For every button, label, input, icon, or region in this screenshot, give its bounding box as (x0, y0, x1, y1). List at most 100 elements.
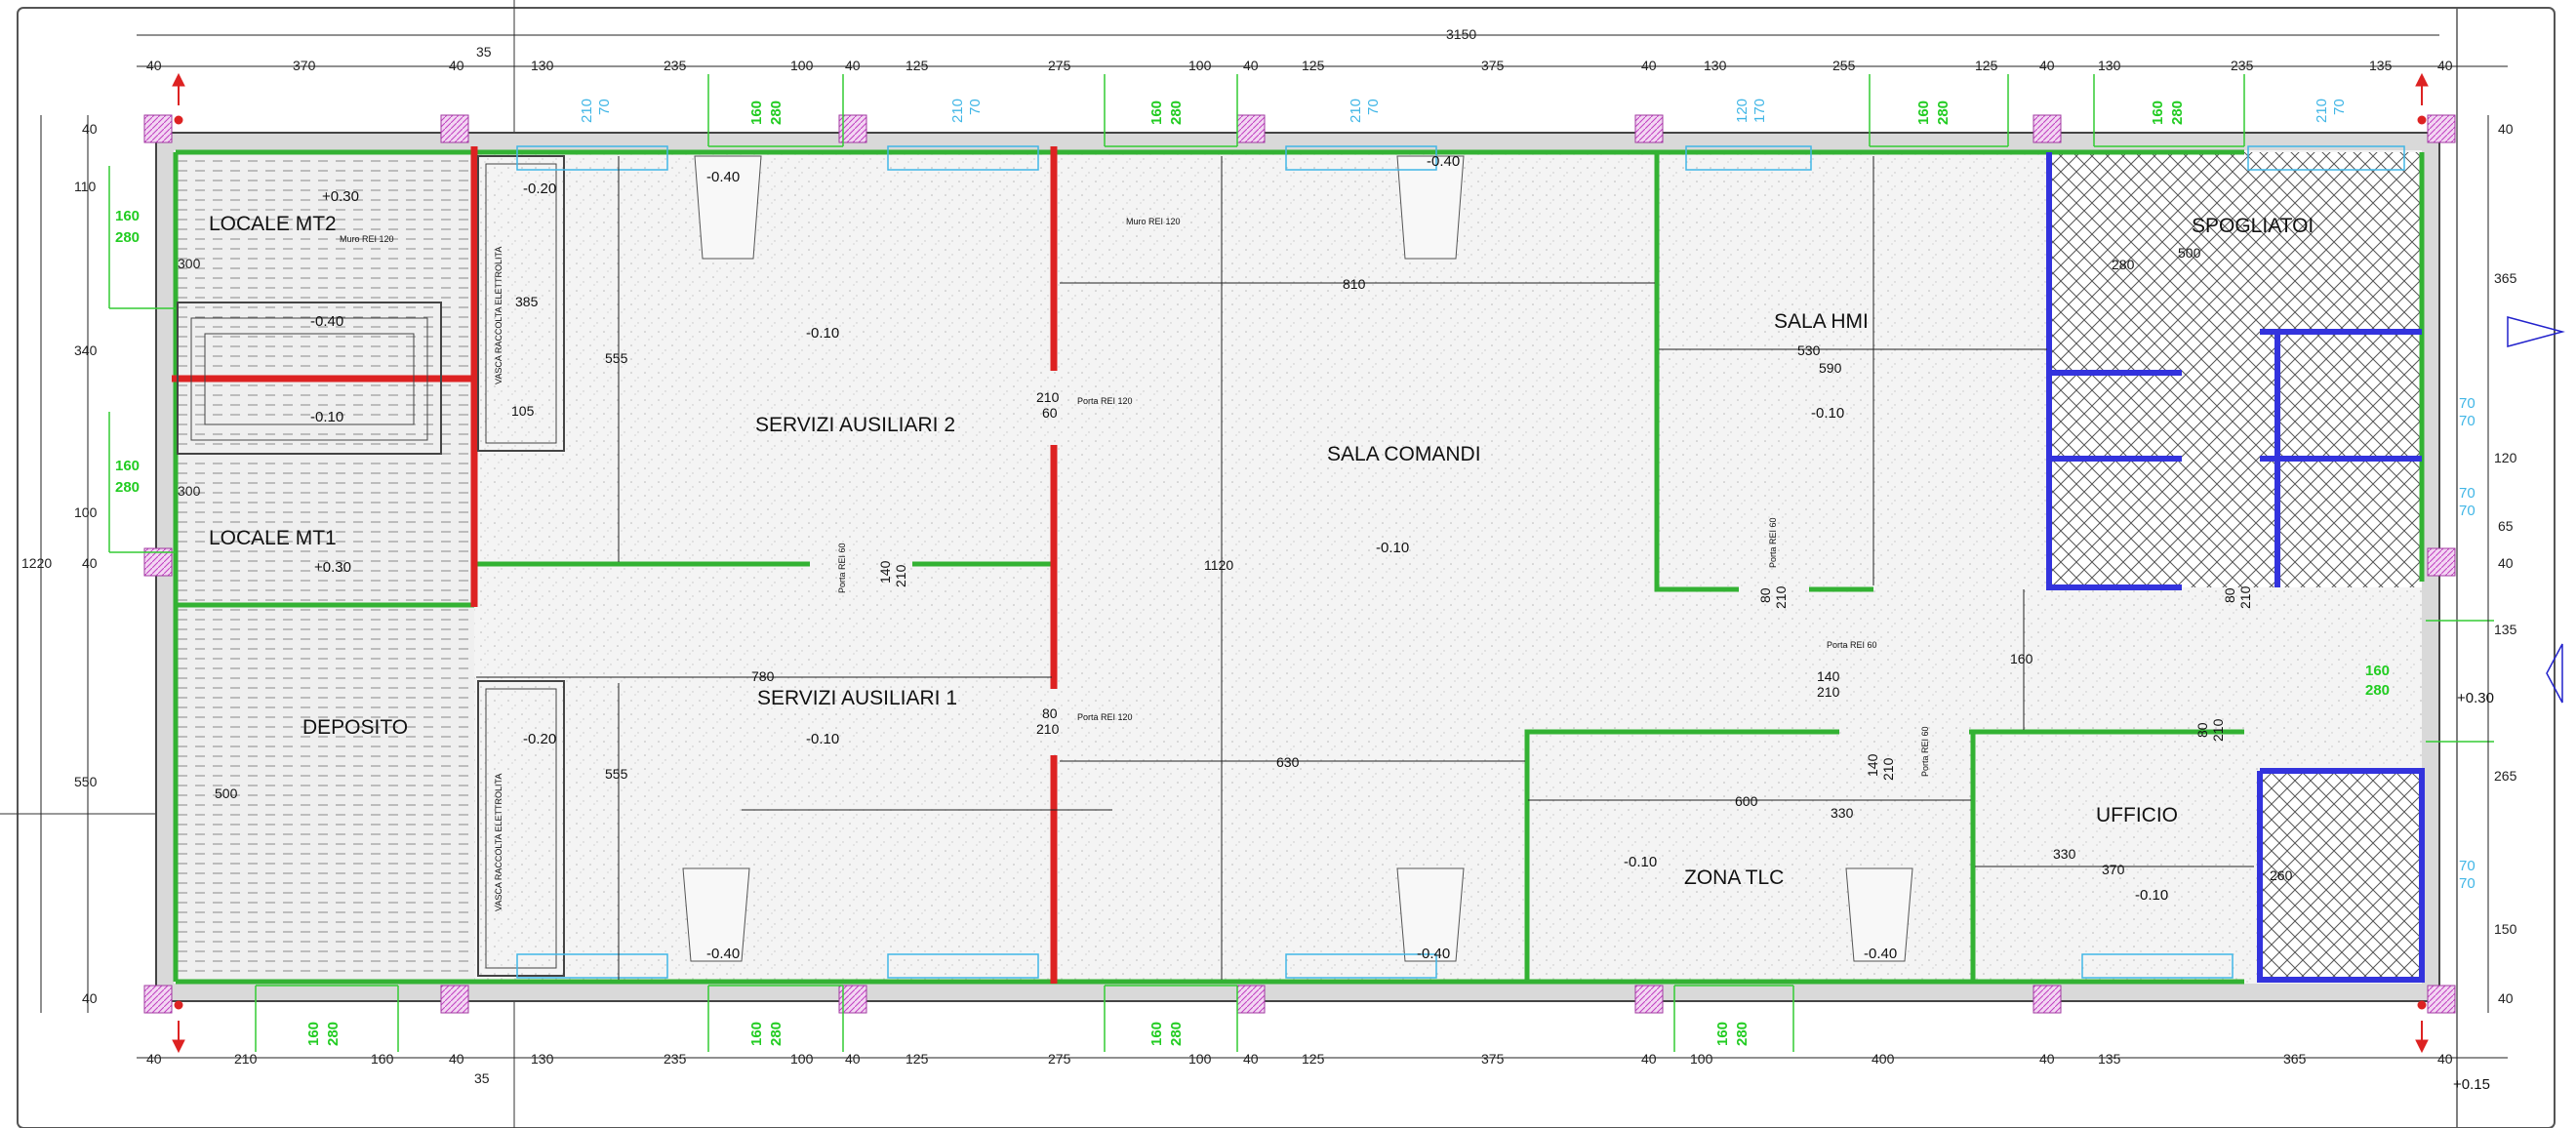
room-ufficio: UFFICIO (2096, 804, 2178, 826)
svg-text:385: 385 (515, 294, 539, 309)
svg-text:-0.10: -0.10 (806, 325, 839, 342)
room-servizi-1: SERVIZI AUSILIARI 1 (757, 687, 957, 709)
svg-text:780: 780 (751, 668, 775, 684)
svg-text:130: 130 (2098, 58, 2121, 73)
svg-text:120: 120 (2494, 450, 2517, 465)
svg-text:235: 235 (664, 1051, 687, 1067)
svg-text:280: 280 (2112, 257, 2135, 272)
svg-text:130: 130 (531, 1051, 554, 1067)
svg-text:Porta REI 60: Porta REI 60 (1920, 726, 1930, 777)
window-labels: 210 70 210 70 210 70 120 170 210 70 70 7… (579, 99, 2475, 892)
svg-text:280: 280 (325, 1022, 342, 1046)
svg-text:-0.40: -0.40 (1427, 153, 1460, 170)
svg-text:280: 280 (768, 101, 785, 125)
svg-text:210: 210 (1773, 585, 1789, 609)
svg-text:70: 70 (2459, 503, 2475, 519)
svg-text:550: 550 (74, 774, 98, 789)
svg-text:210: 210 (2237, 585, 2253, 609)
svg-text:70: 70 (2459, 413, 2475, 429)
svg-text:+0.30: +0.30 (322, 188, 359, 205)
room-sala-hmi: SALA HMI (1774, 310, 1869, 333)
svg-text:-0.40: -0.40 (1864, 946, 1897, 962)
svg-text:210: 210 (579, 99, 595, 123)
svg-text:140: 140 (877, 560, 893, 584)
room-deposito: DEPOSITO (302, 716, 408, 739)
svg-text:210: 210 (1348, 99, 1364, 123)
exterior-doors (108, 74, 2494, 1052)
svg-text:-0.20: -0.20 (523, 181, 556, 197)
svg-text:Porta REI 120: Porta REI 120 (1077, 712, 1133, 722)
svg-text:255: 255 (1832, 58, 1856, 73)
svg-text:530: 530 (1797, 342, 1821, 358)
interior-door-labels: 210 60 80 210 140 210 80 210 140 210 140… (877, 389, 2253, 781)
svg-text:375: 375 (1481, 58, 1505, 73)
svg-text:-0.10: -0.10 (1376, 540, 1409, 556)
svg-text:280: 280 (1734, 1022, 1751, 1046)
svg-text:40: 40 (2039, 1051, 2055, 1067)
right-dimension-chain: 40 365 120 65 40 135 265 150 40 (2494, 121, 2517, 1006)
svg-text:+0.30: +0.30 (2457, 690, 2494, 706)
svg-text:-0.10: -0.10 (2135, 887, 2168, 904)
svg-text:630: 630 (1276, 754, 1300, 770)
svg-text:280: 280 (115, 479, 140, 496)
svg-text:40: 40 (82, 121, 98, 137)
svg-text:160: 160 (305, 1022, 322, 1046)
level-markers: +0.30 -0.40 -0.40 -0.10 +0.30 -0.20 -0.1… (310, 153, 2494, 1093)
svg-text:100: 100 (1690, 1051, 1713, 1067)
top-dimension-chain: 40 370 40 35 130 235 100 40 125 275 100 … (146, 44, 2453, 73)
svg-text:280: 280 (115, 229, 140, 246)
svg-text:160: 160 (2010, 651, 2033, 666)
svg-text:70: 70 (2459, 485, 2475, 502)
svg-text:365: 365 (2494, 270, 2517, 286)
overall-width-label: 3150 (1446, 26, 1476, 42)
svg-text:100: 100 (790, 1051, 814, 1067)
svg-text:280: 280 (1168, 101, 1185, 125)
svg-text:100: 100 (790, 58, 814, 73)
svg-text:330: 330 (2053, 846, 2076, 862)
svg-text:160: 160 (115, 208, 140, 224)
sheet-frame (17, 7, 2556, 1128)
svg-text:70: 70 (1365, 99, 1382, 115)
svg-text:400: 400 (1872, 1051, 1895, 1067)
svg-text:590: 590 (1819, 360, 1842, 376)
svg-text:-0.40: -0.40 (706, 946, 740, 962)
svg-text:Porta REI 120: Porta REI 120 (1077, 396, 1133, 406)
svg-text:-0.10: -0.10 (806, 731, 839, 747)
interior-walls (173, 149, 2425, 985)
svg-text:810: 810 (1343, 276, 1366, 292)
svg-text:370: 370 (2102, 862, 2125, 877)
fire-walls (172, 146, 1058, 984)
svg-text:1120: 1120 (1204, 557, 1233, 573)
svg-text:40: 40 (449, 58, 464, 73)
svg-text:330: 330 (1831, 805, 1854, 821)
svg-text:160: 160 (748, 101, 765, 125)
inner-dimensions: 385 105 555 555 810 1120 780 630 500 530… (215, 245, 2293, 883)
svg-text:+0.30: +0.30 (314, 559, 351, 576)
svg-text:160: 160 (1714, 1022, 1731, 1046)
svg-text:210: 210 (893, 564, 908, 587)
room-spogliatoi: SPOGLIATOI (2192, 215, 2314, 237)
svg-text:125: 125 (1302, 58, 1325, 73)
svg-text:40: 40 (2498, 990, 2514, 1006)
svg-text:40: 40 (2437, 1051, 2453, 1067)
room-zona-tlc: ZONA TLC (1684, 866, 1784, 889)
svg-text:160: 160 (115, 458, 140, 474)
svg-text:210: 210 (1036, 721, 1060, 737)
svg-text:70: 70 (2459, 875, 2475, 892)
svg-text:210: 210 (1036, 389, 1060, 405)
svg-text:135: 135 (2369, 58, 2393, 73)
svg-text:Muro REI 120: Muro REI 120 (340, 234, 394, 244)
svg-text:Porta REI 60: Porta REI 60 (1827, 640, 1877, 650)
svg-text:160: 160 (371, 1051, 394, 1067)
svg-text:80: 80 (2194, 722, 2210, 738)
room-sala-comandi: SALA COMANDI (1327, 443, 1481, 465)
svg-text:35: 35 (474, 1070, 490, 1086)
svg-text:Porta REI 60: Porta REI 60 (837, 543, 847, 593)
svg-text:105: 105 (511, 403, 535, 419)
svg-text:40: 40 (1641, 1051, 1657, 1067)
svg-text:130: 130 (531, 58, 554, 73)
svg-text:VASCA RACCOLTA ELETTROLITA: VASCA RACCOLTA ELETTROLITA (494, 774, 503, 911)
svg-text:-0.20: -0.20 (523, 731, 556, 747)
svg-text:160: 160 (1148, 101, 1165, 125)
